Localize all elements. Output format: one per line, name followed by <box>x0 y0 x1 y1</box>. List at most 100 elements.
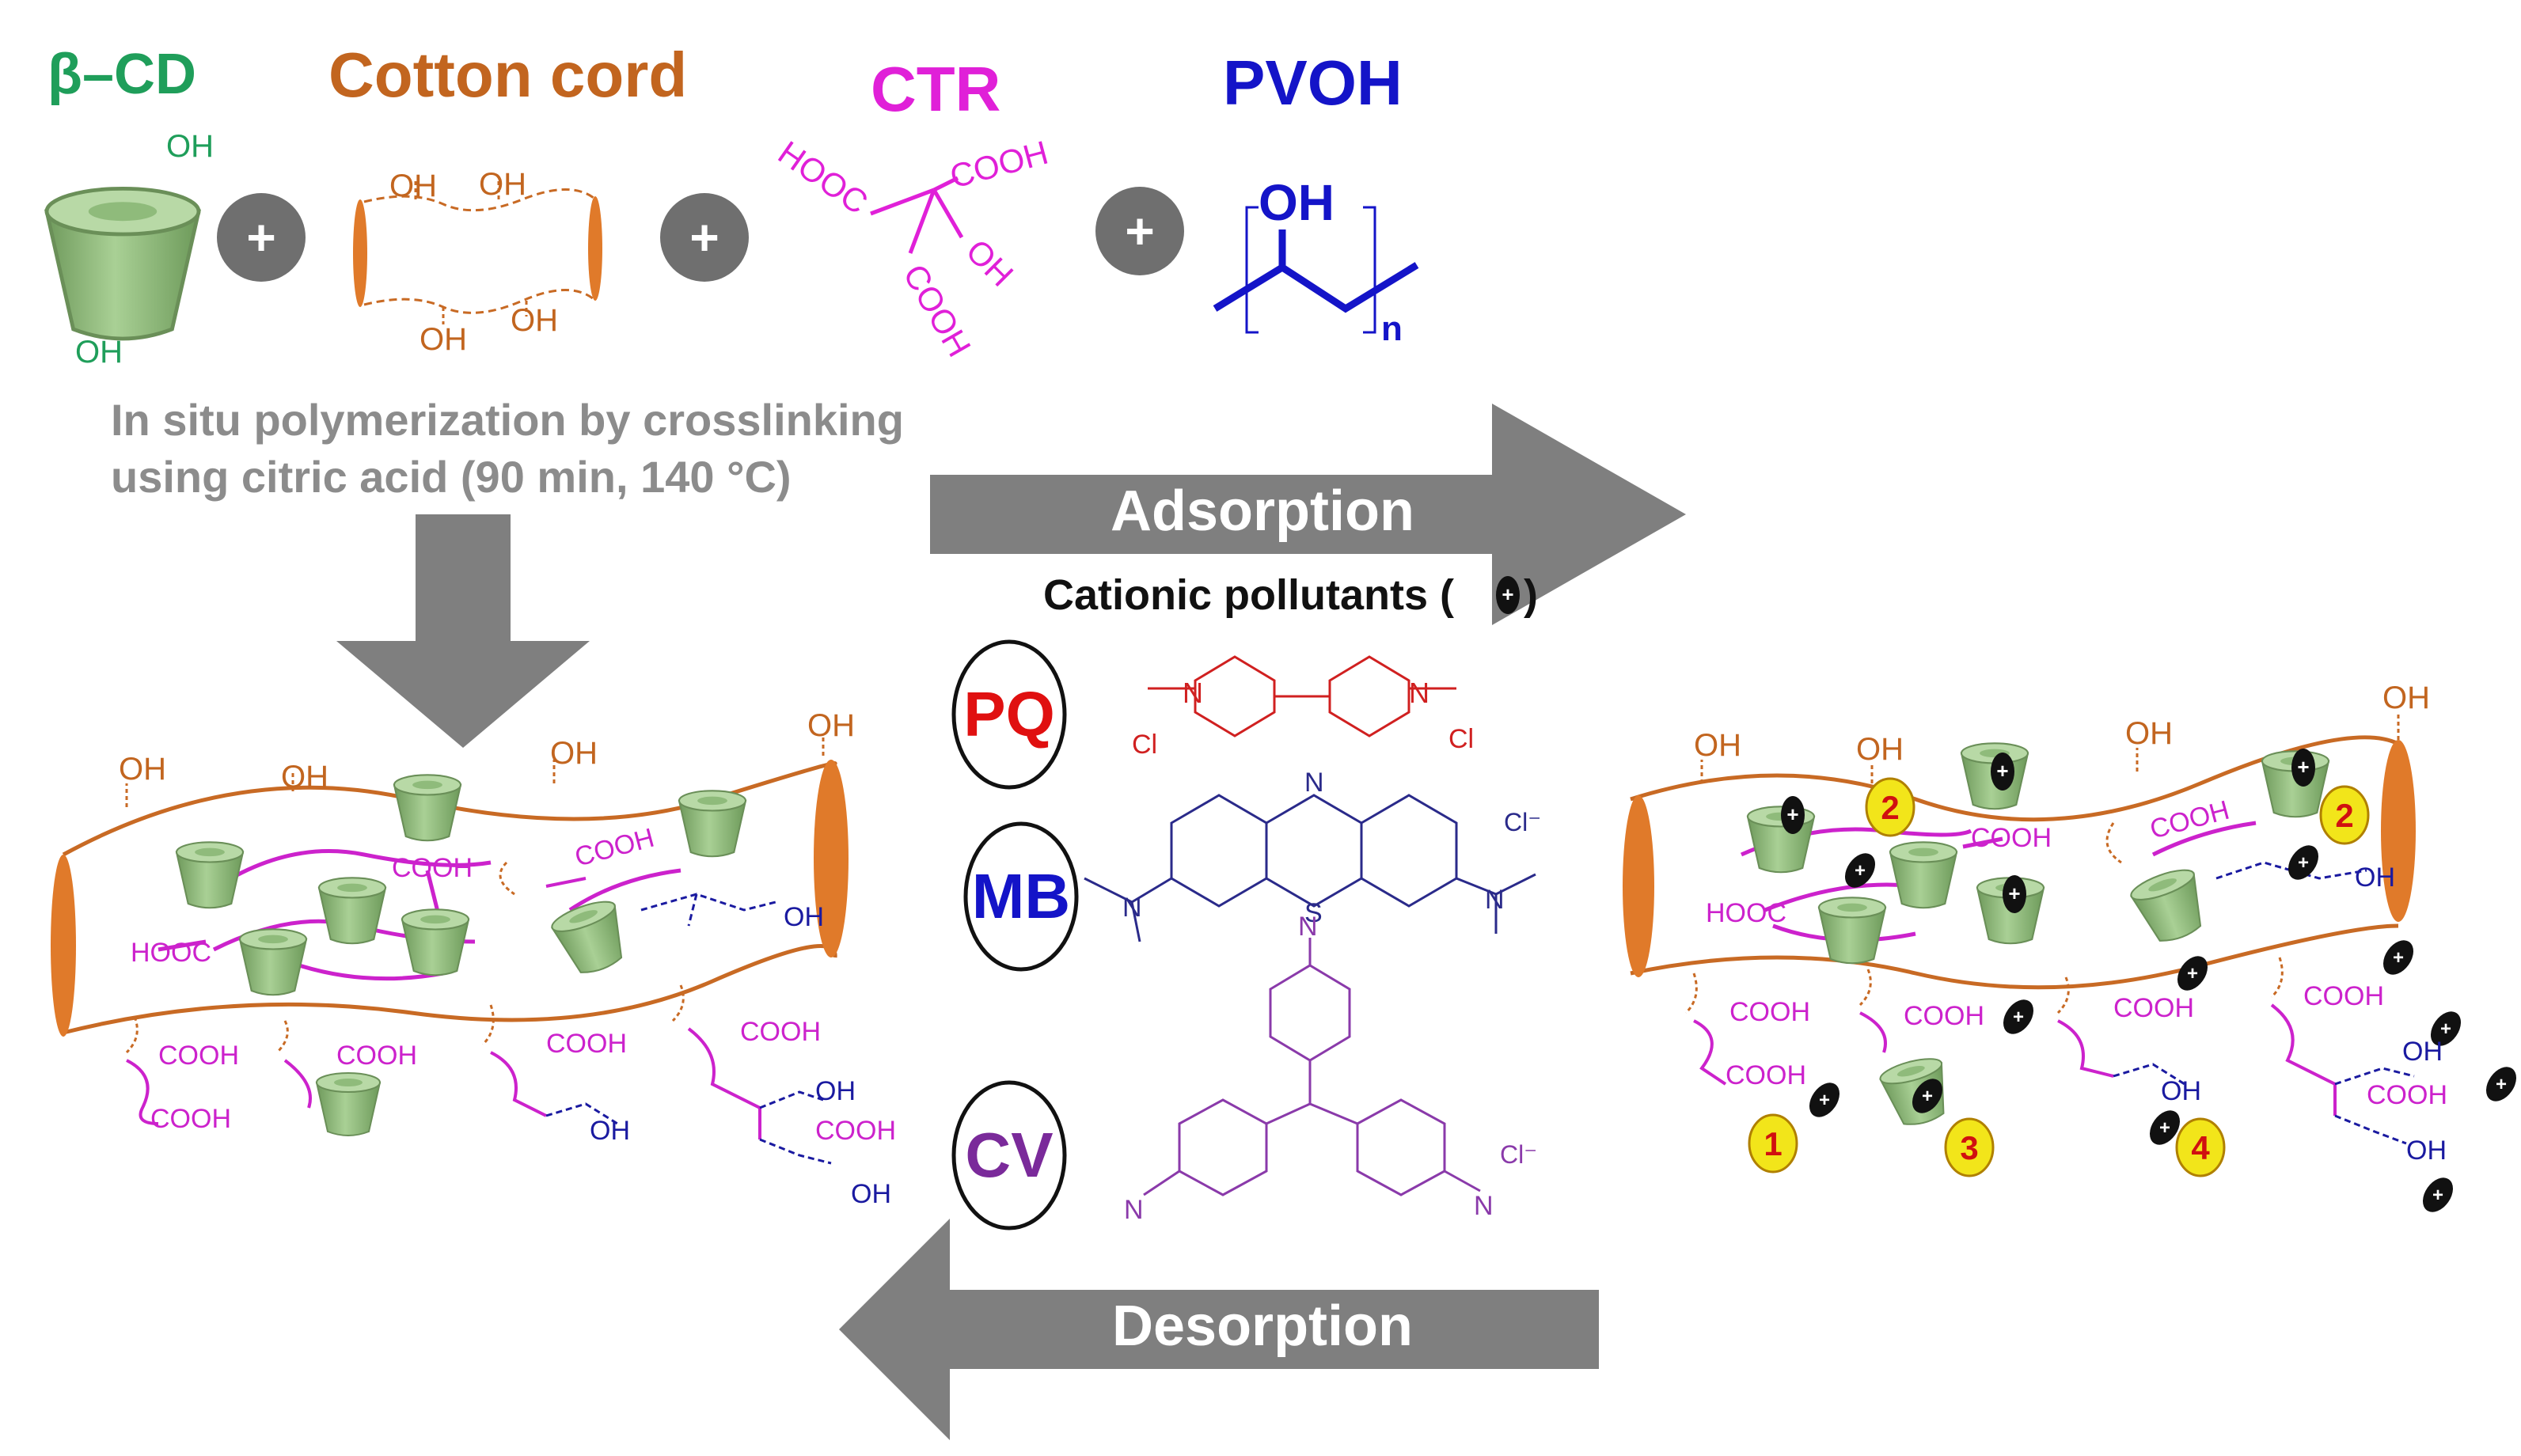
svg-text:COOH: COOH <box>740 1017 821 1047</box>
svg-text:N: N <box>1485 885 1505 915</box>
bcd-oh-top: OH <box>166 129 214 164</box>
svg-text:2: 2 <box>2335 797 2353 834</box>
process-note: In situ polymerization by crosslinking u… <box>111 395 904 502</box>
svg-text:4: 4 <box>2191 1129 2210 1166</box>
cotton-end-right <box>2381 740 2416 922</box>
svg-text:HOOC: HOOC <box>772 134 875 222</box>
svg-text:+: + <box>1125 203 1154 260</box>
svg-text:HOOC: HOOC <box>1706 898 1786 928</box>
svg-text:COOH: COOH <box>1726 1060 1806 1090</box>
citric-acid-structure: HOOC COOH OH COOH <box>772 134 1052 363</box>
mb-label: MB <box>972 861 1070 931</box>
cotton-cord-icon: OH OH OH OH <box>353 167 602 357</box>
svg-text:COOH: COOH <box>2113 993 2194 1023</box>
cyclodextrin-cup-icon <box>47 188 199 339</box>
cotton-end-left <box>51 855 76 1037</box>
svg-text:N: N <box>1474 1191 1494 1221</box>
binding-mode-badge-4: 4 <box>2175 1117 2226 1177</box>
bcd-oh-bottom: OH <box>75 335 123 370</box>
svg-text:OH: OH <box>784 902 824 932</box>
polymer-network-before: OH OH OH OH COOH HOOC COOH COOH COOH COO… <box>51 708 896 1209</box>
svg-text:OH: OH <box>281 760 328 794</box>
reactant-pvoh: PVOH OH n <box>1213 47 1419 348</box>
bcd-label: β–CD <box>47 43 196 106</box>
cyclodextrin-cups-right <box>1746 742 2330 1132</box>
svg-text:OH: OH <box>2355 863 2395 893</box>
plus-sign-3: + <box>1095 187 1184 275</box>
svg-text:COOH: COOH <box>546 1029 627 1059</box>
svg-text:S: S <box>1304 898 1323 928</box>
svg-text:2: 2 <box>1881 789 1899 826</box>
ctr-label: CTR <box>871 54 1000 124</box>
reactant-beta-cyclodextrin: β–CD OH OH <box>47 43 214 370</box>
svg-text:COOH: COOH <box>150 1104 231 1134</box>
svg-text:OH: OH <box>2382 681 2430 715</box>
pvoh-label: PVOH <box>1223 47 1403 118</box>
svg-text:N: N <box>1183 677 1203 709</box>
binding-mode-badge-2a: 2 <box>1865 777 1915 837</box>
svg-text:n: n <box>1381 309 1403 348</box>
cyclodextrin-cup-icon <box>1889 841 1958 909</box>
svg-text:+: + <box>689 209 719 266</box>
methylene-blue-structure <box>1084 794 1536 942</box>
svg-text:OH: OH <box>119 752 166 787</box>
svg-text:3: 3 <box>1960 1129 1978 1166</box>
synthesis-down-arrow <box>336 514 590 748</box>
svg-text:N: N <box>1124 1195 1144 1225</box>
adsorption-arrow: Adsorption <box>930 404 1686 625</box>
cation-symbol-icon <box>1496 576 1520 614</box>
svg-text:OH: OH <box>420 322 467 357</box>
pollutant-methylene-blue: MB N S N N Cl⁻ <box>963 768 1541 972</box>
svg-text:Cl: Cl <box>1132 730 1157 760</box>
svg-text:OH: OH <box>2406 1136 2447 1166</box>
crystal-violet-structure <box>1143 938 1481 1196</box>
svg-text:OH: OH <box>851 1179 891 1209</box>
cyclodextrin-cup-icon <box>548 895 635 981</box>
svg-text:HOOC: HOOC <box>131 938 211 968</box>
cyclodextrin-cup-icon <box>238 928 308 996</box>
cotton-end-left <box>1623 795 1654 977</box>
pvoh-structure: OH n <box>1213 174 1419 348</box>
cyclodextrin-cups-left <box>175 774 747 1136</box>
svg-text:COOH: COOH <box>1904 1001 1984 1031</box>
svg-text:N: N <box>1409 677 1429 709</box>
cyclodextrin-cup-icon <box>317 877 387 945</box>
cv-label: CV <box>965 1120 1053 1190</box>
polymer-network-after: OH OH OH OH COOH HOOC COOH COOH COOH COO… <box>1623 681 2521 1218</box>
svg-text:COOH: COOH <box>1729 997 1810 1027</box>
svg-text:OH: OH <box>389 169 437 203</box>
svg-text:1: 1 <box>1764 1125 1782 1162</box>
cyclodextrin-cup-icon <box>1817 897 1887 965</box>
svg-text:OH: OH <box>2402 1037 2443 1067</box>
binding-mode-badge-3: 3 <box>1944 1117 1995 1177</box>
svg-text:N: N <box>1298 912 1318 942</box>
svg-text:OH: OH <box>550 736 598 771</box>
process-note-line1: In situ polymerization by crosslinking <box>111 395 904 445</box>
svg-text:COOH: COOH <box>815 1116 896 1146</box>
reactant-citric-acid: CTR HOOC COOH OH COOH <box>772 54 1052 363</box>
paraquat-structure <box>1148 655 1456 737</box>
desorption-label: Desorption <box>1112 1295 1413 1358</box>
pollutant-paraquat: PQ N N Cl Cl <box>951 639 1474 790</box>
svg-text:OH: OH <box>815 1076 856 1106</box>
svg-text:): ) <box>1524 571 1538 619</box>
plus-sign-2: + <box>660 193 749 282</box>
svg-text:COOH: COOH <box>392 853 473 883</box>
adsorption-label: Adsorption <box>1111 480 1414 543</box>
svg-text:Cl: Cl <box>1448 724 1474 754</box>
cyclodextrin-cup-icon <box>401 908 470 976</box>
binding-mode-badges: 1 2 2 3 4 <box>1748 777 2370 1177</box>
svg-text:COOH: COOH <box>946 134 1052 195</box>
plus-sign-1: + <box>217 193 306 282</box>
svg-text:OH: OH <box>959 232 1021 294</box>
svg-text:COOH: COOH <box>158 1041 239 1071</box>
svg-text:OH: OH <box>479 167 526 202</box>
svg-text:OH: OH <box>807 708 855 743</box>
svg-text:N: N <box>1304 768 1324 798</box>
desorption-arrow: Desorption <box>839 1219 1599 1440</box>
svg-text:Cl⁻: Cl⁻ <box>1500 1140 1537 1169</box>
svg-text:COOH: COOH <box>1971 823 2052 853</box>
svg-text:COOH: COOH <box>896 258 978 363</box>
pollutant-crystal-violet: CV N N N Cl⁻ <box>951 912 1537 1230</box>
